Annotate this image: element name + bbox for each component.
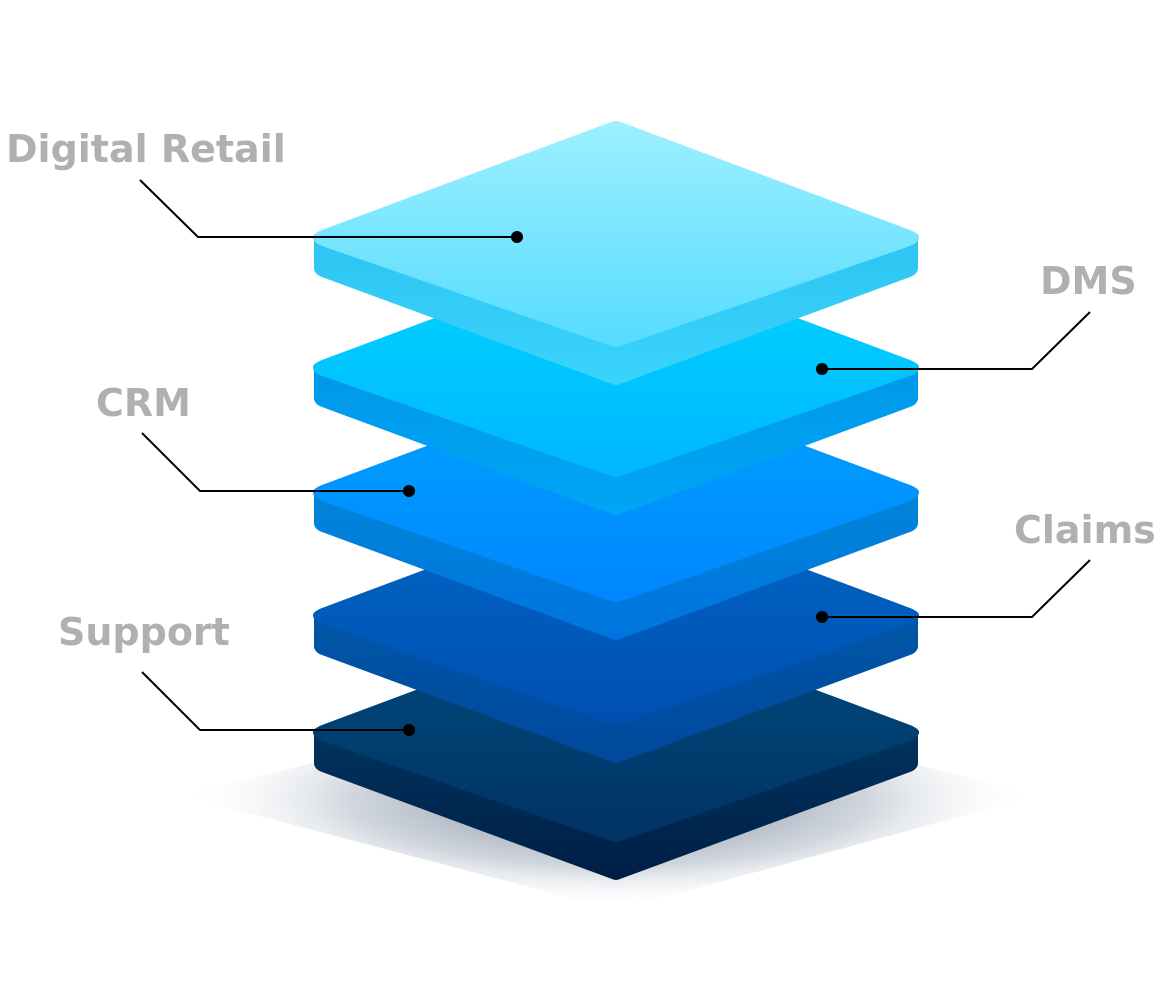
label-claims: Claims bbox=[1014, 508, 1156, 552]
label-dms: DMS bbox=[1040, 259, 1137, 303]
connector-dot bbox=[403, 485, 415, 497]
connector-dms bbox=[816, 311, 1091, 375]
connector-dot bbox=[511, 231, 523, 243]
connector-digital-retail bbox=[139, 179, 523, 243]
connector-dot bbox=[403, 724, 415, 736]
connector-dot bbox=[816, 363, 828, 375]
connector-line bbox=[141, 671, 409, 731]
label-support: Support bbox=[58, 610, 230, 654]
connector-claims bbox=[816, 559, 1091, 623]
layer-top-face bbox=[312, 121, 920, 347]
connector-line bbox=[822, 559, 1091, 618]
connector-support bbox=[141, 671, 415, 736]
connector-dot bbox=[816, 611, 828, 623]
connector-line bbox=[822, 311, 1091, 370]
label-crm: CRM bbox=[96, 381, 191, 425]
connector-line bbox=[141, 432, 409, 492]
connector-line bbox=[139, 179, 517, 238]
label-digital-retail: Digital Retail bbox=[6, 127, 286, 171]
layer-digital-retail bbox=[312, 121, 920, 385]
connector-crm bbox=[141, 432, 415, 497]
